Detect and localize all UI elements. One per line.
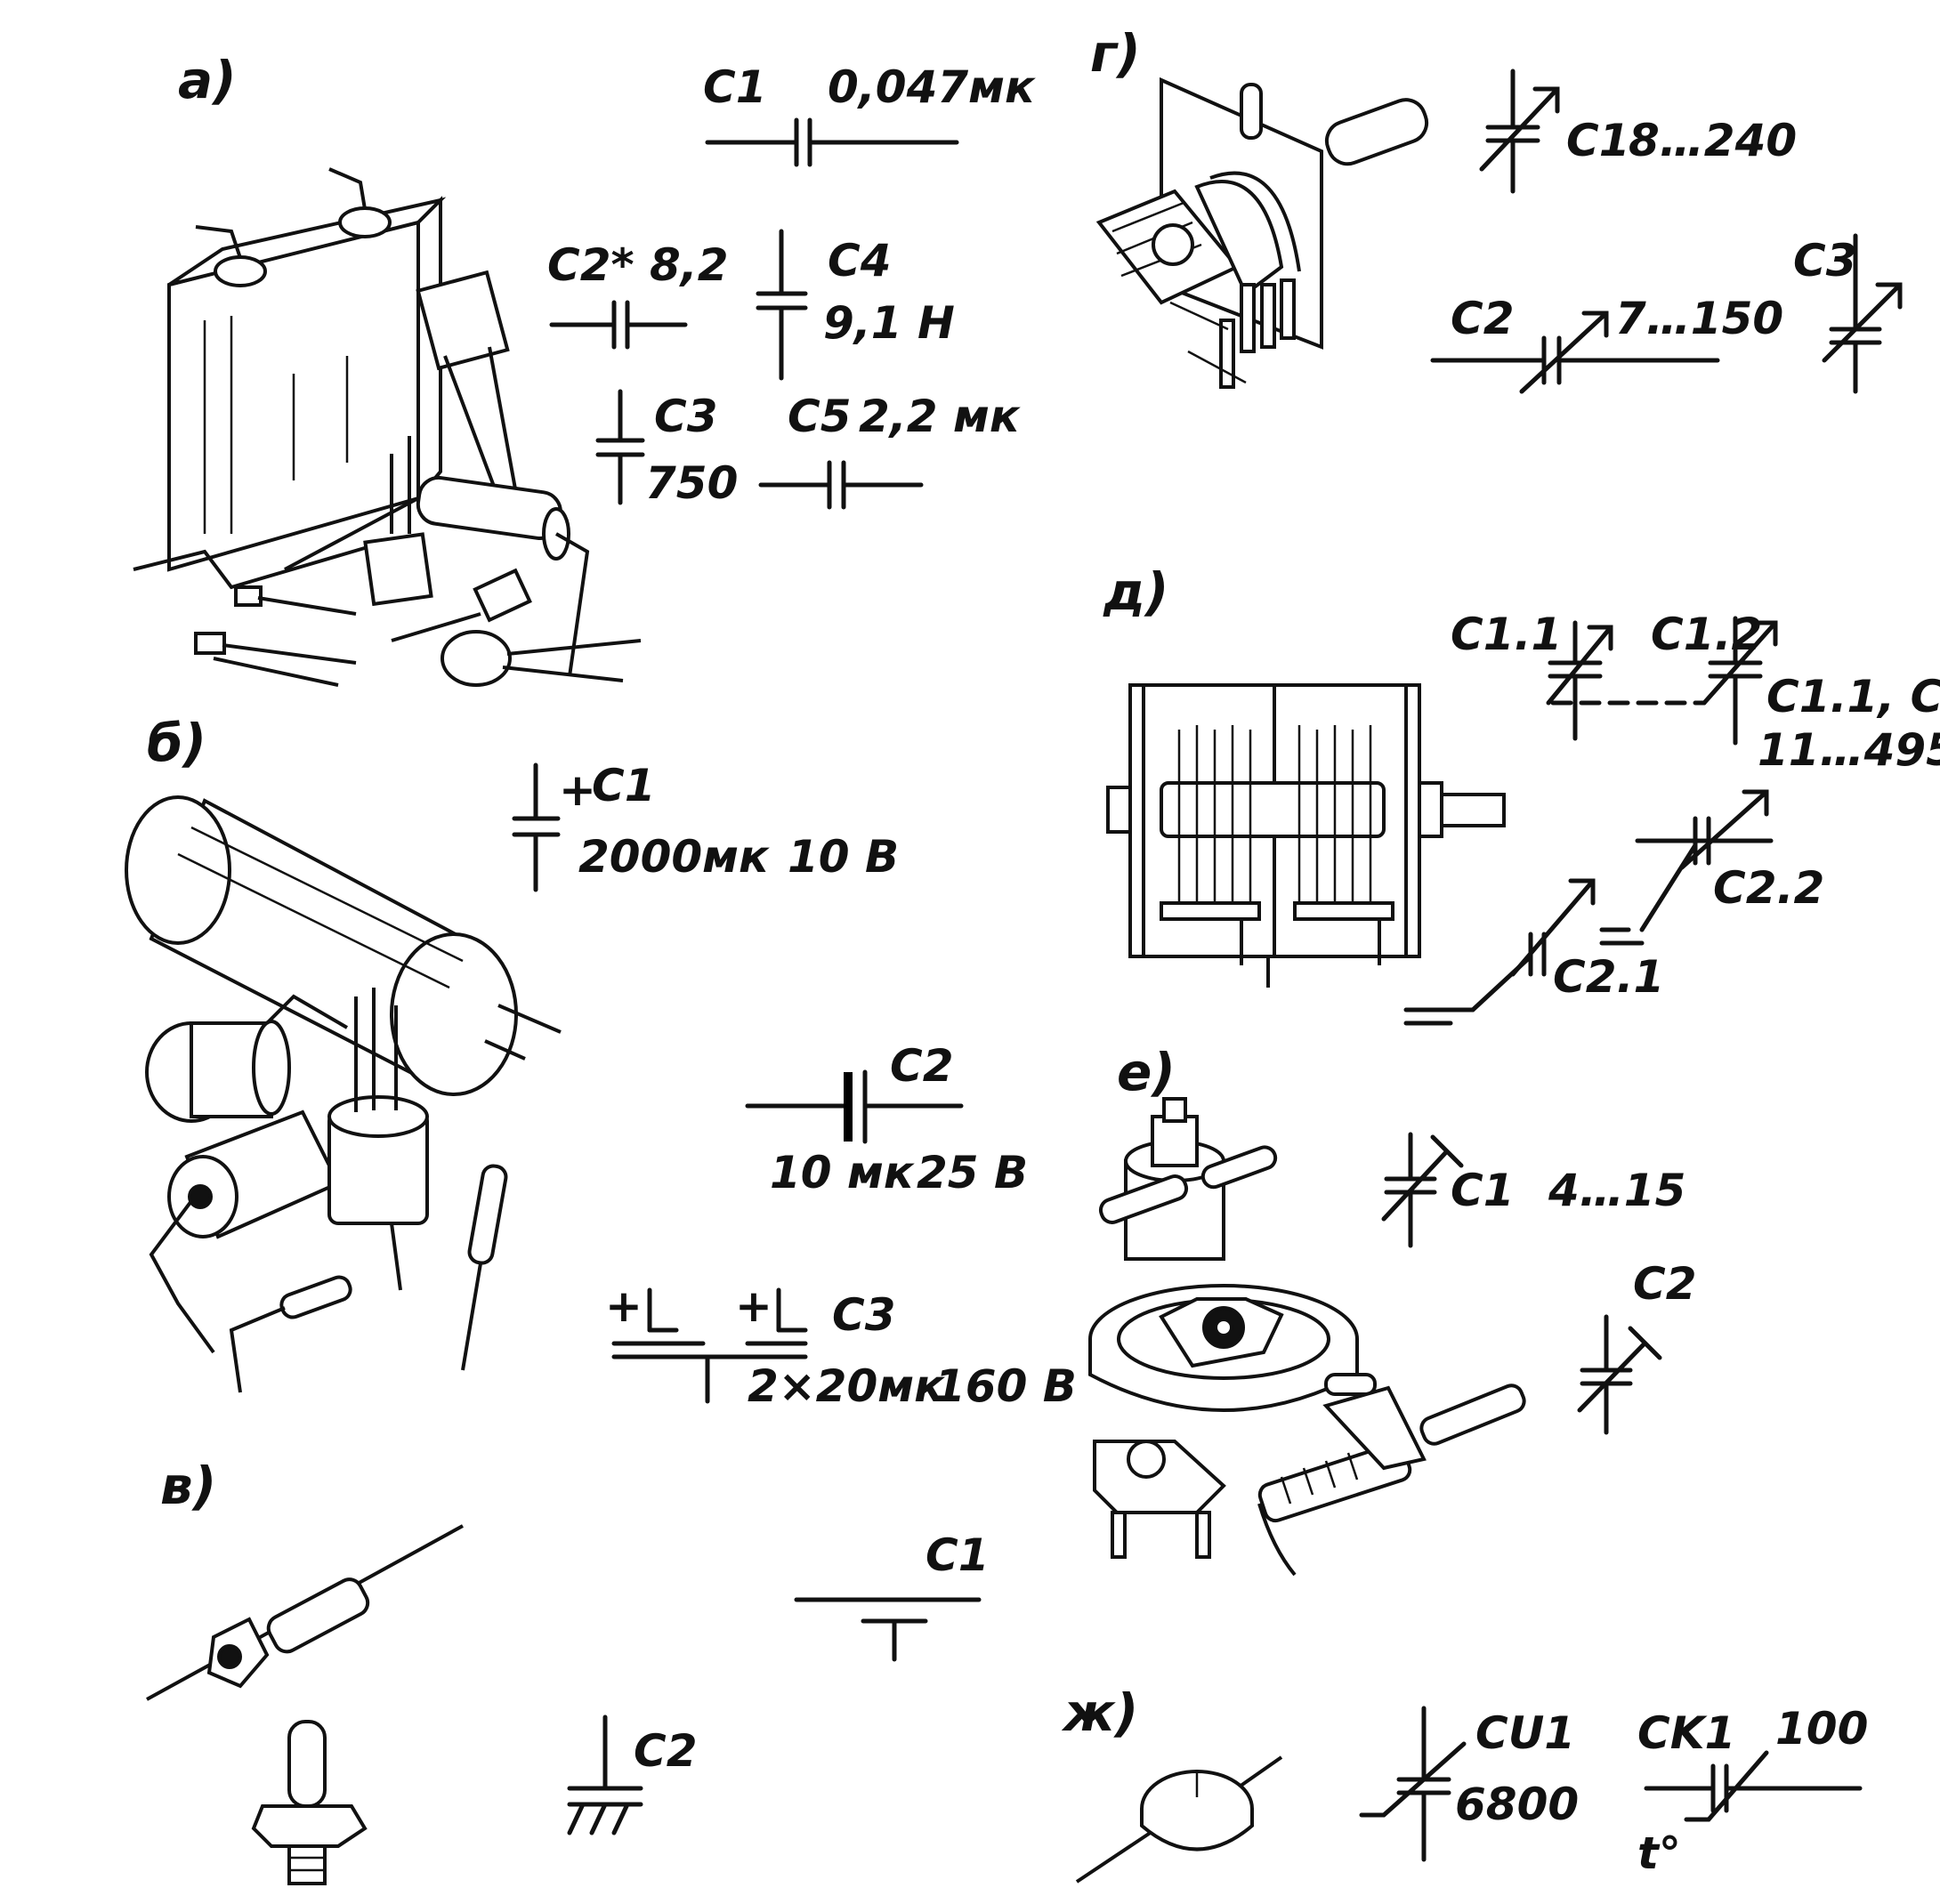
variable-capacitor-c3-symbol — [1822, 233, 1903, 394]
label-a-c4-name: C4 — [828, 235, 891, 286]
label-a-c3-value: 750 — [645, 457, 738, 509]
section-g-letter: г) — [1090, 23, 1141, 84]
label-b-c1-plus: + — [559, 764, 596, 816]
feedthrough-capacitor-c1-symbol — [794, 1597, 982, 1662]
section-a-component-drawing — [133, 167, 642, 687]
label-zh-cu1-value: 6800 — [1455, 1779, 1579, 1830]
varicond-cu1-symbol — [1359, 1706, 1467, 1862]
label-d-c11-name: C1.1 — [1451, 609, 1562, 660]
section-b-letter: б) — [147, 713, 206, 773]
section-g: г) — [1090, 23, 1903, 394]
label-b-c3-name: C3 — [832, 1289, 895, 1341]
dual-electrolytic-capacitor-c3-symbol — [611, 1287, 808, 1404]
label-zh-ck1-value: 100 — [1775, 1703, 1868, 1755]
section-g-symbols — [1430, 69, 1903, 394]
label-b-c3-voltage: 160 В — [934, 1360, 1077, 1412]
thermo-capacitor-ck1-symbol — [1644, 1750, 1863, 1822]
label-b-c3-plus-left: + — [605, 1280, 643, 1332]
label-g-c2-value: 7…150 — [1615, 293, 1783, 344]
label-b-c1-value: 2000мк — [578, 831, 770, 883]
label-e-c2-name: C2 — [1633, 1258, 1696, 1310]
label-a-c3-name: C3 — [654, 391, 717, 442]
section-d-letter: д) — [1103, 561, 1168, 622]
capacitor-c4-symbol — [756, 229, 808, 381]
section-e-symbols — [1381, 1132, 1662, 1435]
label-zh-ck1-temp: t° — [1637, 1827, 1681, 1879]
section-b-symbols — [512, 762, 964, 1404]
section-g-component-drawing — [1095, 77, 1429, 389]
section-v-letter: в) — [160, 1456, 216, 1516]
capacitor-c1-symbol — [705, 117, 959, 167]
label-v-c1-name: C1 — [926, 1529, 989, 1581]
section-a: а) — [133, 50, 1036, 687]
section-b: б) — [125, 713, 1077, 1412]
label-g-c1-name: C1 — [1566, 115, 1629, 166]
section-v-symbols — [567, 1597, 982, 1835]
label-b-c2-value: 10 мк — [770, 1147, 915, 1198]
capacitor-c5-symbol — [758, 460, 924, 510]
section-zh: ж) CU1 6800 — [1061, 1682, 1868, 1884]
label-zh-cu1-name: CU1 — [1475, 1707, 1575, 1759]
label-b-c3-plus-right: + — [735, 1280, 772, 1332]
label-a-c2-name: C2* — [547, 239, 635, 291]
section-v: в) — [146, 1456, 989, 1885]
label-b-c1-name: C1 — [592, 760, 655, 811]
variable-capacitor-c2-symbol — [1430, 311, 1720, 394]
variable-capacitor-c1-symbol — [1479, 69, 1560, 194]
section-a-symbols — [549, 117, 959, 510]
label-b-c3-value: 2×20мк — [748, 1360, 945, 1412]
section-zh-letter: ж) — [1061, 1682, 1138, 1743]
label-b-c2-voltage: 25 В — [917, 1147, 1028, 1198]
label-e-c1-value: 4…15 — [1548, 1165, 1685, 1216]
section-b-component-drawing — [125, 795, 562, 1393]
grounded-capacitor-c2-symbol — [567, 1714, 643, 1835]
section-e-letter: е) — [1117, 1042, 1176, 1102]
label-a-c2-value: 8,2 — [650, 239, 729, 291]
label-v-c2-name: C2 — [634, 1725, 697, 1777]
label-a-c5-value: 2,2 мк — [859, 391, 1021, 442]
label-g-c1-value: 8…240 — [1629, 115, 1797, 166]
dual-variable-capacitor-c2-symbol — [1403, 789, 1774, 1026]
label-zh-ck1-name: CK1 — [1637, 1707, 1735, 1759]
label-g-c3-name: C3 — [1793, 235, 1856, 286]
section-v-component-drawing — [146, 1524, 464, 1885]
label-d-c12-name: C1.2 — [1651, 609, 1762, 660]
label-d-c21-name: C2.1 — [1553, 951, 1664, 1003]
label-a-c5-name: C5 — [788, 391, 851, 442]
label-d-pair-value: 11…495 — [1758, 724, 1940, 776]
section-d: д) — [1103, 561, 1940, 1026]
section-d-component-drawing — [1106, 683, 1506, 988]
label-g-c2-name: C2 — [1451, 293, 1514, 344]
section-zh-symbols — [1359, 1706, 1863, 1862]
label-b-c2-name: C2 — [890, 1040, 953, 1092]
trimmer-capacitor-c1-symbol — [1381, 1132, 1464, 1248]
section-a-letter: а) — [178, 50, 237, 110]
capacitor-c2-symbol — [549, 300, 688, 350]
section-zh-component-drawing — [1075, 1755, 1283, 1884]
electrolytic-capacitor-c2-symbol — [745, 1069, 964, 1144]
section-d-symbols — [1403, 616, 1778, 1026]
section-e: е) — [1088, 1042, 1696, 1577]
label-a-c1-value: 0,047мк — [828, 61, 1036, 113]
label-e-c1-name: C1 — [1451, 1165, 1514, 1216]
label-a-c1-name: C1 — [703, 61, 766, 113]
label-d-pair-name: C1.1, C1.2 — [1766, 671, 1940, 722]
label-b-c1-voltage: 10 В — [788, 831, 899, 883]
section-e-component-drawing — [1088, 1097, 1526, 1577]
capacitor-c3-symbol — [595, 389, 645, 505]
label-d-c22-name: C2.2 — [1713, 862, 1824, 914]
label-a-c4-value: 9,1 Н — [823, 297, 955, 349]
dual-variable-capacitor-c1-symbol — [1546, 616, 1778, 746]
trimmer-capacitor-c2-symbol — [1577, 1314, 1662, 1435]
electrolytic-capacitor-c1-symbol — [512, 762, 561, 892]
